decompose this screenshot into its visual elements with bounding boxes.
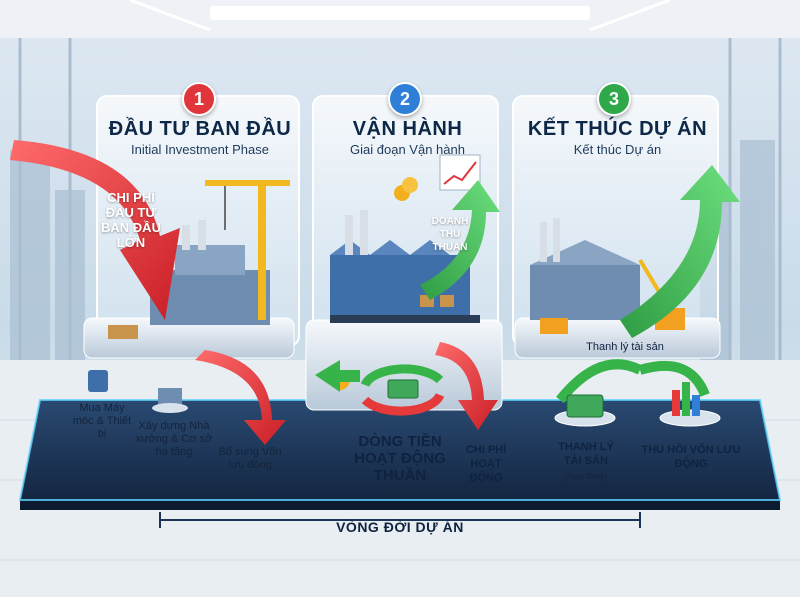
stage-1-badge: 1 [182,82,216,116]
asset-liquidation-label: THANH LÝ TÀI SẢN [558,441,614,467]
stage-1-subtitle: Initial Investment Phase [130,142,270,157]
operating-cash-flow-label: DÒNG TIỀN HOẠT ĐỘNG THUẦN [354,433,446,484]
factory-construction-icon [108,180,290,339]
factory-operation-icon [330,154,481,323]
after-tax-label: (Sau thuế) [564,471,608,481]
machinery-label: Mua Máy móc & Thiết bị [72,402,132,440]
revenue-label: DOANH THU THUẦN [431,216,469,253]
working-capital-add-label: Bổ sung Vốn lưu động [218,446,282,471]
construction-label: Xây dựng Nhà xưởng & Cơ sở hạ tầng [135,420,213,458]
stage-2-badge: 2 [388,82,422,116]
operating-cost-label: CHI PHÍ HOẠT ĐỘNG [465,444,507,484]
stage-2-title: VẬN HÀNH [352,118,463,140]
stage-1-title: ĐẦU TƯ BAN ĐẦU [108,118,292,140]
working-capital-recovery-label: THU HỒI VỐN LƯU ĐỘNG [641,444,741,470]
stage-3-badge: 3 [597,82,631,116]
stage-3-subtitle: Kết thúc Dự án [573,142,662,157]
project-lifecycle-title: VÒNG ĐỜI DỰ ÁN [336,519,464,535]
stage-2-subtitle: Giai đoạn Vận hành [350,142,465,157]
warehouse-liquidation-icon [530,218,685,334]
initial-cost-label: CHI PHÍ ĐẦU TƯ BAN ĐẦU LỚN [101,190,161,250]
asset-liquidation-caption: Thanh lý tài sản [586,341,664,353]
stage-3-title: KẾT THÚC DỰ ÁN [527,118,708,140]
initial-cost-arrow [10,140,180,320]
